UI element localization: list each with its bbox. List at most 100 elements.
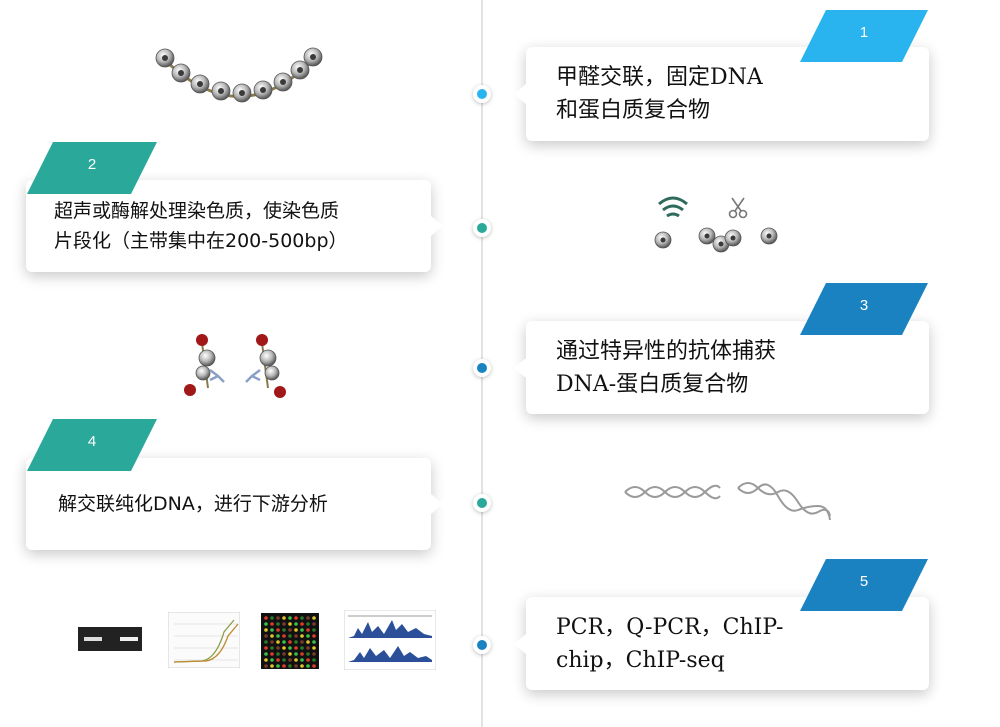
microarray-spot	[300, 652, 304, 656]
microarray-spot	[312, 634, 316, 638]
step-5-line1: PCR，Q-PCR，ChIP-	[556, 614, 784, 640]
microarray-spot	[300, 664, 304, 668]
fragmentation-illustration	[654, 196, 778, 253]
microarray-spot	[270, 628, 274, 632]
microarray-spot	[306, 664, 310, 668]
card-pointer	[514, 84, 526, 104]
scissors-icon	[728, 197, 748, 219]
microarray-spot	[288, 616, 292, 620]
step-5-card: PCR，Q-PCR，ChIP- chip，ChIP-seq	[514, 597, 929, 690]
microarray-spot	[264, 658, 268, 662]
step-3-line1: 通过特异性的抗体捕获	[556, 338, 777, 364]
microarray-spot	[300, 646, 304, 650]
step-4-card: 解交联纯化DNA，进行下游分析	[26, 458, 443, 550]
card-pointer	[514, 357, 526, 378]
microarray-spot	[282, 634, 286, 638]
antibody-icon	[209, 369, 261, 383]
microarray-spot	[300, 640, 304, 644]
microarray-spot	[264, 664, 268, 668]
ultrasound-icon	[658, 196, 688, 218]
microarray-spot	[294, 616, 298, 620]
microarray-spot	[270, 616, 274, 620]
microarray-spot	[306, 652, 310, 656]
microarray-spot	[276, 640, 280, 644]
step-2-text: 超声或酶解处理染色质，使染色质 片段化（主带集中在200-500bp）	[54, 196, 411, 256]
microarray-spot	[270, 664, 274, 668]
step-2-card: 超声或酶解处理染色质，使染色质 片段化（主带集中在200-500bp）	[26, 180, 443, 272]
microarray-spot	[312, 616, 316, 620]
microarray-spot	[276, 616, 280, 620]
microarray-spot	[300, 658, 304, 662]
microarray-spot	[264, 628, 268, 632]
microarray-spot	[276, 658, 280, 662]
microarray-spot	[282, 664, 286, 668]
chromatin-chain-illustration	[155, 47, 323, 103]
microarray-spot	[306, 646, 310, 650]
microarray-spot	[282, 658, 286, 662]
card-pointer	[431, 216, 443, 236]
step-5-number-tag: 5	[800, 559, 928, 611]
microarray-spot	[282, 640, 286, 644]
microarray-spot	[282, 646, 286, 650]
purified-dna-illustration	[624, 482, 831, 521]
timeline-node-1	[473, 85, 491, 103]
microarray-spot	[264, 622, 268, 626]
microarray-spot	[300, 628, 304, 632]
step-1-line2: 和蛋白质复合物	[556, 98, 711, 123]
step-1-card: 甲醛交联，固定DNA 和蛋白质复合物	[514, 47, 929, 141]
microarray-spot	[276, 634, 280, 638]
microarray-spot	[276, 652, 280, 656]
microarray-spot	[294, 658, 298, 662]
microarray-spot	[270, 652, 274, 656]
step-1-line1: 甲醛交联，固定DNA	[556, 65, 763, 90]
microarray-spot	[264, 640, 268, 644]
step-4-number-tag: 4	[27, 419, 157, 471]
step-3-number-tag: 3	[800, 283, 928, 335]
step-2-line1: 超声或酶解处理染色质，使染色质	[54, 200, 340, 222]
card-pointer	[431, 494, 443, 514]
qpcr-curve-thumbnail	[168, 612, 240, 668]
microarray-spot	[288, 652, 292, 656]
microarray-spot	[312, 658, 316, 662]
microarray-spot	[288, 640, 292, 644]
microarray-spot	[282, 616, 286, 620]
microarray-spot	[312, 646, 316, 650]
microarray-spot	[282, 622, 286, 626]
microarray-spot	[294, 646, 298, 650]
timeline-node-3	[473, 359, 491, 377]
step-2-number-tag: 2	[27, 142, 157, 194]
microarray-spot	[306, 634, 310, 638]
timeline-node-5	[473, 636, 491, 654]
step-2-number: 2	[87, 156, 97, 173]
microarray-spot	[312, 622, 316, 626]
microarray-spot	[288, 634, 292, 638]
step-1-number-tag: 1	[800, 10, 928, 62]
microarray-spot	[270, 640, 274, 644]
antibody-capture-illustration	[184, 334, 286, 398]
microarray-spot	[270, 634, 274, 638]
microarray-spot	[300, 634, 304, 638]
microarray-spot	[294, 640, 298, 644]
microarray-spot	[306, 640, 310, 644]
microarray-spot	[306, 658, 310, 662]
timeline-node-2	[473, 219, 491, 237]
step-4-text: 解交联纯化DNA，进行下游分析	[58, 489, 411, 519]
microarray-spot	[264, 646, 268, 650]
microarray-spot	[294, 652, 298, 656]
card-pointer	[514, 633, 526, 654]
microarray-spot	[294, 622, 298, 626]
microarray-spot	[264, 634, 268, 638]
microarray-spot	[288, 628, 292, 632]
step-2-line2: 片段化（主带集中在200-500bp）	[54, 230, 348, 252]
step-5-text: PCR，Q-PCR，ChIP- chip，ChIP-seq	[556, 611, 909, 677]
microarray-spot	[288, 664, 292, 668]
microarray-spot	[276, 646, 280, 650]
step-5-line2: chip，ChIP-seq	[556, 647, 725, 673]
microarray-spot	[282, 628, 286, 632]
microarray-spot	[270, 622, 274, 626]
microarray-spot	[300, 616, 304, 620]
step-3-line2: DNA-蛋白质复合物	[556, 371, 749, 397]
microarray-spot	[264, 652, 268, 656]
microarray-spot	[294, 634, 298, 638]
microarray-chip-thumbnail	[261, 613, 319, 669]
